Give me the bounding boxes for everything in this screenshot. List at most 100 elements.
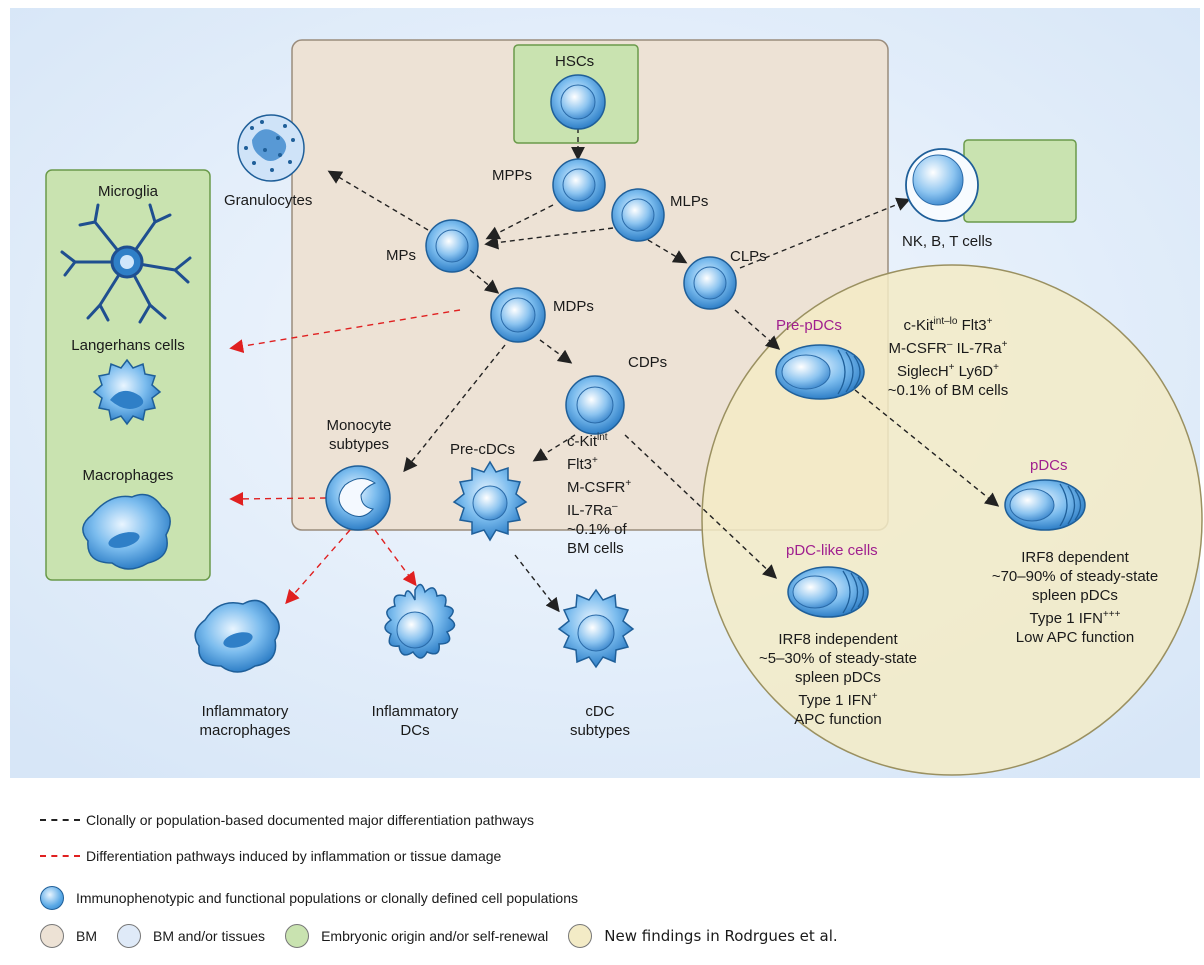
label-infl-dc-line1: Inflammatory (371, 703, 459, 720)
pre-cdc-flt3-sup: + (592, 455, 598, 466)
label-mps: MPs (386, 247, 416, 264)
legend-embryonic: Embryonic origin and/or self-renewal (285, 924, 548, 948)
label-inflammatory-dcs: Inflammatory DCs (355, 702, 475, 740)
legend-bm-tissues: BM and/or tissues (117, 924, 265, 948)
arrow-mpp-mp (485, 204, 554, 240)
cell-tissue-macrophage (82, 493, 171, 570)
legend-red-dash-label: Differentiation pathways induced by infl… (86, 848, 502, 864)
pdcs-irf8: IRF8 dependent (1021, 549, 1129, 566)
pdcs-ifn-sup: +++ (1102, 609, 1121, 620)
pre-cdc-ckit-sup: int (597, 432, 608, 443)
cell-microglia (60, 203, 192, 324)
legend-embryonic-label: Embryonic origin and/or self-renewal (321, 928, 549, 944)
cell-mp (425, 219, 479, 273)
label-monocyte-subtypes: Monocyte subtypes (304, 416, 414, 454)
pre-pdc-mcsfr-sup: – (946, 339, 953, 350)
pdcs-apc: Low APC function (1015, 629, 1135, 646)
label-clps: CLPs (730, 248, 767, 265)
cell-inflammatory-macrophage (194, 599, 280, 673)
major-pathways (327, 128, 1000, 613)
cell-cdc-subtype (557, 588, 635, 669)
label-hscs: HSCs (555, 53, 595, 70)
label-cdc-line1: cDC (585, 703, 615, 720)
pre-pdc-flt3: Flt3 (957, 317, 987, 334)
label-mpps: MPPs (492, 167, 533, 184)
pre-cdc-freq: ~0.1% of (567, 521, 627, 538)
cell-clp (683, 256, 737, 310)
label-microglia: Microglia (97, 183, 158, 200)
cell-hsc (550, 74, 606, 130)
label-pdc-like: pDC-like cells (786, 542, 878, 559)
arrow-red-infl-dc (374, 529, 417, 587)
legend-new-findings-label: New findings in Rodrgues et al. (604, 927, 838, 945)
arrow-mp-mdp (469, 269, 500, 294)
pre-pdc-il7ra: IL-7Ra (952, 340, 1002, 357)
red-dash-swatch (40, 855, 80, 857)
arrow-prepdc-pdc (854, 389, 1000, 507)
arrow-cdp-pdclike (624, 434, 778, 579)
pdc-like-phenotype: IRF8 independent ~5–30% of steady-state … (738, 630, 938, 729)
pre-pdc-ly6d-sup: + (993, 362, 999, 373)
label-cdps: CDPs (628, 354, 668, 371)
pdc-like-spleen: spleen pDCs (795, 669, 881, 686)
pdc-like-irf8: IRF8 independent (778, 631, 898, 648)
label-pre-pdcs: Pre-pDCs (776, 317, 842, 334)
cell-nk-b-t (905, 148, 979, 222)
label-mdps: MDPs (553, 298, 594, 315)
pre-cdc-phenotype: c-Kitint Flt3+ M-CSFR+ IL-7Ra– ~0.1% of … (567, 428, 631, 558)
legend-regions: BM BM and/or tissues Embryonic origin an… (40, 923, 858, 949)
arrow-mlp-mp (484, 227, 614, 250)
arrow-clp-lymphoid (739, 197, 911, 269)
cell-cdp (565, 375, 625, 435)
cell-pre-cdc (452, 460, 528, 542)
legend-new-findings: New findings in Rodrgues et al. (568, 924, 838, 948)
legend-black-dash: Clonally or population-based documented … (40, 807, 534, 833)
label-macrophages: Macrophages (82, 467, 174, 484)
pre-pdc-phenotype: c-Kitint–lo Flt3+ M-CSFR– IL-7Ra+ Siglec… (868, 312, 1028, 400)
diagram-graphics (10, 8, 1203, 778)
label-nk-b-t: NK, B, T cells (902, 233, 993, 250)
blue-circle-swatch (40, 886, 64, 910)
label-pre-cdcs: Pre-cDCs (450, 441, 516, 458)
legend-red-dash: Differentiation pathways induced by infl… (40, 843, 501, 869)
pdcs-freq: ~70–90% of steady-state (991, 568, 1159, 585)
pre-pdc-siglech-sup: + (948, 362, 955, 373)
label-monocyte-line2: subtypes (328, 436, 390, 453)
cell-pdc (1004, 479, 1086, 531)
legend-bm: BM (40, 924, 97, 948)
legend-bm-tissues-label: BM and/or tissues (153, 928, 266, 944)
legend-blue-circle: Immunophenotypic and functional populati… (40, 885, 578, 911)
pre-cdc-mcsfr: M-CSFR (567, 479, 626, 496)
pre-pdc-freq: ~0.1% of BM cells (887, 382, 1009, 399)
pre-cdc-ckit: c-Kit (567, 433, 597, 450)
pre-cdc-il7ra: IL-7Ra (567, 502, 613, 519)
cell-granulocyte (237, 114, 305, 182)
cell-mdp (490, 287, 546, 343)
bm-tissues-swatch (117, 924, 141, 948)
arrow-mp-granulocyte (327, 170, 429, 231)
label-cdc-line2: subtypes (569, 722, 631, 739)
diagram: HSCs MPPs MLPs MPs CLPs MDPs CDPs Granul… (10, 8, 1203, 778)
inflammation-pathways (229, 309, 461, 605)
pdc-like-ifn: Type 1 IFN (798, 692, 872, 709)
arrow-red-infl-macro (285, 529, 351, 605)
legend-black-dash-label: Clonally or population-based documented … (86, 812, 535, 828)
cell-pre-pdc (775, 344, 865, 400)
pre-pdc-il7ra-sup: + (1001, 339, 1008, 350)
new-findings-swatch (568, 924, 593, 948)
pdc-like-freq: ~5–30% of steady-state (758, 650, 918, 667)
cell-mpp (552, 158, 606, 212)
pdcs-ifn: Type 1 IFN (1029, 610, 1103, 627)
legend-blue-circle-label: Immunophenotypic and functional populati… (76, 890, 578, 906)
cell-langerhans (92, 358, 162, 426)
pre-pdc-ly6d: Ly6D (954, 363, 994, 380)
black-dash-swatch (40, 819, 80, 821)
pre-pdc-siglech: SiglecH (896, 363, 949, 380)
pre-cdc-mcsfr-sup: + (625, 478, 632, 489)
pre-cdc-freq2: BM cells (567, 540, 624, 557)
pdcs-phenotype: IRF8 dependent ~70–90% of steady-state s… (975, 548, 1175, 647)
cell-mlp (611, 188, 665, 242)
arrow-cdp-precdc (532, 434, 576, 462)
pdc-like-apc: APC function (794, 711, 882, 728)
lymphoid-box (963, 139, 1077, 223)
